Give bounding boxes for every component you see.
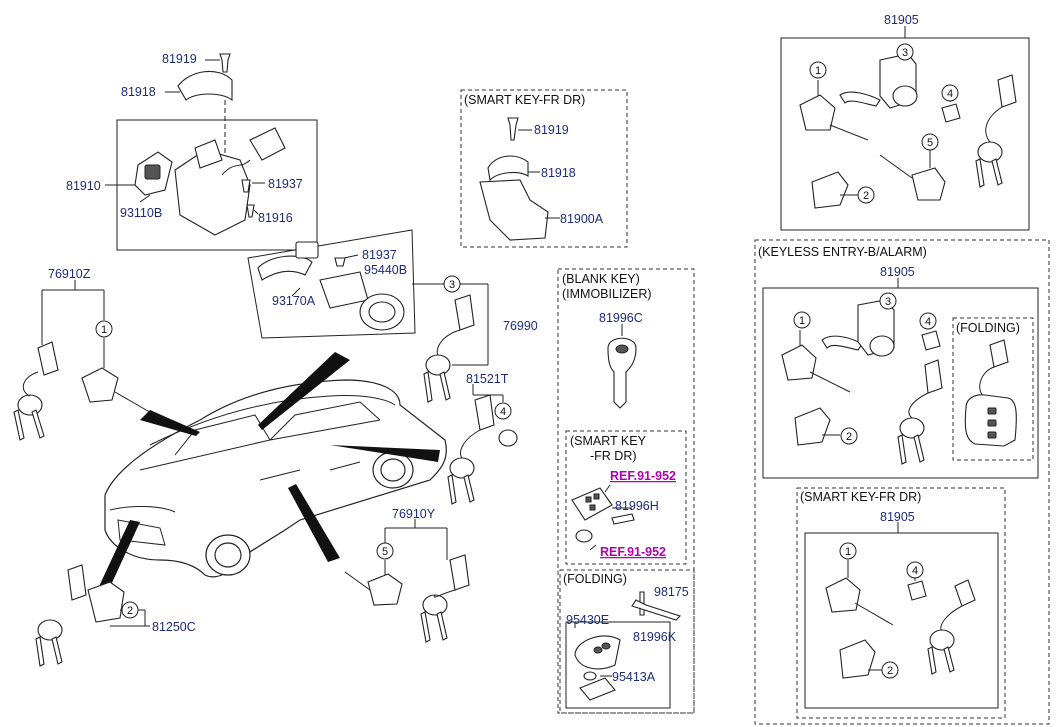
folding-right-box [952, 317, 1034, 461]
lock-set-81905-bottom-box [804, 532, 999, 709]
bushing-part [498, 429, 518, 447]
caption-folding: (FOLDING) [563, 572, 627, 586]
label-95440b: 95440B [364, 263, 407, 277]
pointer-fr-door [288, 484, 340, 562]
label-81905: 81905 [880, 265, 915, 279]
label-81919: 81919 [534, 123, 569, 137]
blank-key-part [607, 337, 637, 409]
caption-smart-key-fr-dr: (SMART KEY-FR DR) [800, 490, 921, 504]
keyless-entry-box [754, 239, 1050, 725]
callout-4: 4 [947, 88, 953, 100]
caption-blank-key: (BLANK KEY) [562, 272, 640, 286]
folding-left-box [559, 569, 695, 714]
label-93170a: 93170A [272, 294, 316, 308]
callout-1: 1 [815, 65, 821, 77]
folding-left-inner-box [565, 621, 671, 709]
label-81916: 81916 [258, 211, 293, 225]
pointer-ignition [258, 352, 350, 430]
lock-set-81905-mid-box [762, 287, 1039, 479]
cover-part [177, 70, 233, 102]
callout-5: 5 [927, 137, 933, 149]
callout-3: 3 [902, 47, 908, 59]
smart-key-fr-dr-top-box [460, 89, 628, 248]
caption-folding: (FOLDING) [956, 321, 1020, 335]
pointer-right-door [330, 445, 440, 462]
caption-immobilizer: (IMMOBILIZER) [562, 287, 652, 301]
ref-link-91-952[interactable]: REF.91-952 [600, 545, 666, 559]
caption-smart-key: (SMART KEY [570, 434, 647, 448]
label-76910z: 76910Z [48, 267, 91, 281]
bolt-part [219, 53, 231, 73]
pointer-trunk [95, 520, 140, 598]
callout-1: 1 [101, 324, 107, 336]
bracket-93170a-part [257, 255, 313, 281]
callout-3: 3 [885, 296, 891, 308]
label-81996k: 81996K [633, 630, 677, 644]
label-81996h: 81996H [615, 499, 659, 513]
blank-key-group [557, 268, 695, 714]
label-81250c: 81250C [152, 620, 196, 634]
label-81937: 81937 [268, 177, 303, 191]
caption-smart-key-fr-dr: (SMART KEY-FR DR) [464, 93, 585, 107]
label-81910: 81910 [66, 179, 101, 193]
caption-keyless-entry: (KEYLESS ENTRY-B/ALARM) [758, 245, 927, 259]
callout-1: 1 [845, 546, 851, 558]
callout-4: 4 [912, 565, 918, 577]
label-81905: 81905 [880, 510, 915, 524]
smart-fob-part [571, 487, 613, 521]
caption-fr-dr: -FR DR) [590, 449, 637, 463]
callout-2: 2 [887, 665, 893, 677]
label-81900a: 81900A [560, 212, 604, 226]
ignition-lock-group [105, 53, 318, 251]
label-95413a: 95413A [612, 670, 656, 684]
label-81937: 81937 [362, 248, 397, 262]
column-cover-part [479, 179, 549, 241]
key-set-76990 [423, 283, 489, 403]
label-98175: 98175 [654, 585, 689, 599]
cylinder-part [319, 271, 369, 309]
car-illustration [95, 352, 447, 598]
lock-set-81905-top [780, 26, 1030, 231]
label-81996c: 81996C [599, 311, 643, 325]
label-93110b: 93110B [120, 206, 162, 220]
label-76910y: 76910Y [392, 507, 436, 521]
left-door-lock-set [13, 280, 161, 441]
callout-4: 4 [500, 406, 506, 418]
trunk-lock-set [35, 564, 150, 667]
pointer-left-door [140, 410, 200, 436]
label-81918: 81918 [541, 166, 576, 180]
antenna-coil-box [247, 229, 416, 339]
part-labels: 81919 81918 81910 93110B 81937 81916 819… [48, 13, 1020, 684]
door-cylinder-part [81, 367, 119, 403]
key-head-part [17, 394, 43, 416]
callout-circles: 1 3 4 5 2 1 3 4 5 2 1 3 4 2 1 4 2 [95, 43, 959, 679]
smart-key-fr-dr-top-group [460, 89, 628, 248]
callout-3: 3 [449, 279, 455, 291]
ref-link-91-952[interactable]: REF.91-952 [610, 469, 676, 483]
callout-4: 4 [925, 316, 931, 328]
label-76990: 76990 [503, 319, 538, 333]
fr-door-lock-set [344, 519, 470, 643]
key-tag-part [37, 341, 59, 376]
label-81905: 81905 [884, 13, 919, 27]
callout-2: 2 [846, 431, 852, 443]
label-95430e: 95430E [566, 613, 609, 627]
callout-2: 2 [127, 605, 133, 617]
key-set-81521t [447, 384, 518, 505]
label-81919: 81919 [162, 52, 197, 66]
callout-2: 2 [863, 190, 869, 202]
callout-1: 1 [799, 315, 805, 327]
antenna-coil-group [247, 229, 445, 339]
label-81918: 81918 [121, 85, 156, 99]
callout-5: 5 [382, 546, 388, 558]
smart-key-inner-box [565, 430, 687, 565]
keyless-entry-group [754, 239, 1050, 725]
label-81521t: 81521T [466, 372, 509, 386]
smart-key-fr-dr-bottom-box [796, 487, 1006, 719]
